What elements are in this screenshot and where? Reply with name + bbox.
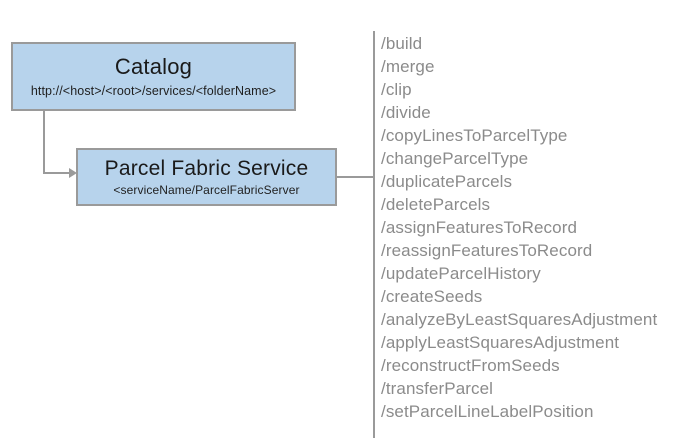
operations-list: /build/merge/clip/divide/copyLinesToParc… [381,32,681,423]
node-parcel-fabric-service-title: Parcel Fabric Service [104,157,309,180]
operation-item[interactable]: /changeParcelType [381,149,529,168]
operation-item[interactable]: /duplicateParcels [381,172,513,191]
connector-catalog-horizontal-segment [43,172,71,174]
node-parcel-fabric-service[interactable]: Parcel Fabric Service <serviceName/Parce… [76,148,337,206]
node-parcel-fabric-service-path: <serviceName/ParcelFabricServer [113,183,300,197]
operation-item[interactable]: /assignFeaturesToRecord [381,218,578,237]
operation-item[interactable]: /createSeeds [381,287,483,306]
operation-item[interactable]: /updateParcelHistory [381,264,541,283]
node-catalog-url: http://<host>/<root>/services/<folderNam… [30,84,277,98]
connector-arrowhead-icon [69,168,77,178]
connector-catalog-vertical-segment [43,111,45,174]
operation-item[interactable]: /deleteParcels [381,195,491,214]
operation-item[interactable]: /reconstructFromSeeds [381,356,560,375]
operations-divider-line [373,31,375,438]
operation-item[interactable]: /copyLinesToParcelType [381,126,568,145]
connector-service-to-operations [337,176,375,178]
operation-item[interactable]: /analyzeByLeastSquaresAdjustment [381,310,658,329]
operation-item[interactable]: /divide [381,103,431,122]
operation-item[interactable]: /merge [381,57,435,76]
operation-item[interactable]: /reassignFeaturesToRecord [381,241,593,260]
operation-item[interactable]: /setParcelLineLabelPosition [381,402,594,421]
operation-item[interactable]: /clip [381,80,412,99]
node-catalog-title: Catalog [114,54,193,79]
operation-item[interactable]: /applyLeastSquaresAdjustment [381,333,620,352]
operation-item[interactable]: /transferParcel [381,379,494,398]
node-catalog[interactable]: Catalog http://<host>/<root>/services/<f… [11,42,296,111]
operation-item[interactable]: /build [381,34,423,53]
